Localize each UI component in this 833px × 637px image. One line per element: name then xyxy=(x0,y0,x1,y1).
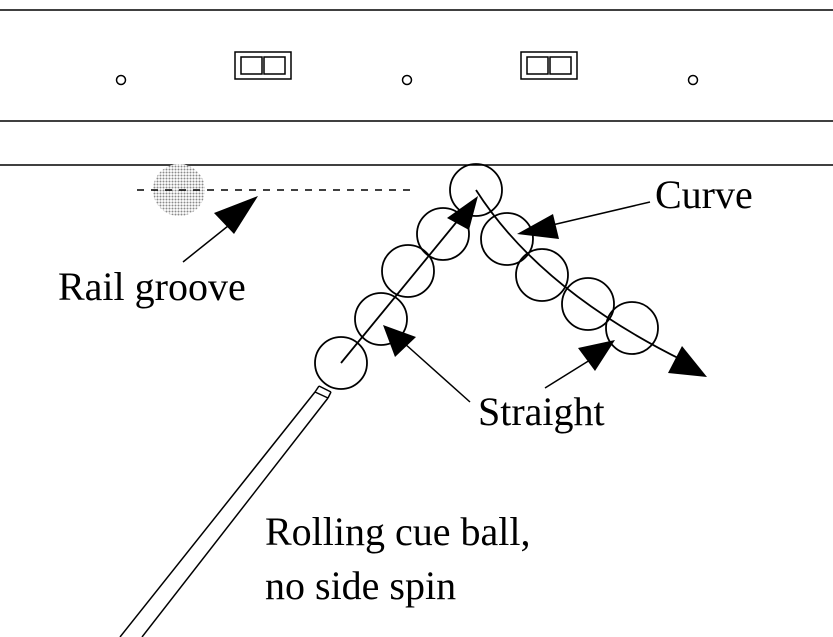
ball-path-curve xyxy=(480,212,659,355)
ball-path-straight xyxy=(314,207,470,390)
sight-icon xyxy=(687,74,699,86)
sight-icon xyxy=(115,74,127,86)
label-rolling-cue-ball: Rolling cue ball, xyxy=(265,509,531,554)
pointer-curve xyxy=(547,201,651,227)
cue-stick xyxy=(119,385,332,637)
arrowhead-icon xyxy=(668,346,707,377)
arrowhead-icon xyxy=(517,214,559,239)
pointer-straight-left xyxy=(403,342,471,403)
pointer-straight-right xyxy=(544,359,591,389)
incoming-path-line xyxy=(340,207,469,364)
outgoing-curve-path xyxy=(475,189,685,362)
arrowhead-icon xyxy=(214,196,258,234)
arrowhead-icon xyxy=(383,325,416,357)
label-rail-groove: Rail groove xyxy=(58,264,246,309)
sight-icon xyxy=(401,74,413,86)
ball-contact xyxy=(449,163,503,217)
arrowhead-icon xyxy=(447,196,478,230)
arrowhead-icon xyxy=(578,340,615,371)
diamond-icon xyxy=(520,51,578,80)
diamond-icon xyxy=(234,51,292,80)
label-no-side-spin: no side spin xyxy=(265,563,457,608)
label-curve: Curve xyxy=(655,172,753,217)
label-straight: Straight xyxy=(478,389,605,434)
